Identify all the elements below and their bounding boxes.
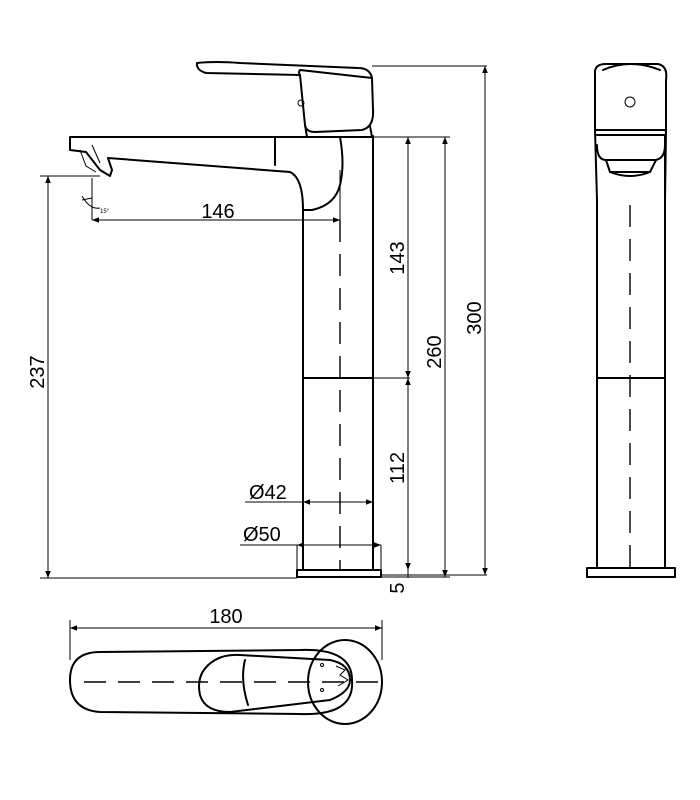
spout-reach-label: 146 — [201, 201, 234, 223]
brand-mark-icon — [335, 665, 349, 687]
top-view: 180 — [69, 606, 390, 725]
end-view-body — [596, 134, 666, 569]
spout-clearance-label: 237 — [27, 355, 49, 388]
top-view-dot — [320, 663, 324, 667]
faucet-body — [302, 135, 374, 571]
cartridge-cap — [304, 124, 373, 138]
base-thickness-label: 5 — [387, 582, 409, 593]
body-diameter-label: Ø42 — [249, 482, 287, 504]
handle-screw-icon — [297, 99, 305, 107]
end-view-screw-icon — [624, 96, 636, 108]
lever-handle — [195, 61, 375, 133]
end-view-spout — [596, 134, 666, 177]
top-view-spout — [69, 648, 354, 716]
total-height-label: 300 — [464, 301, 486, 334]
end-view-base — [586, 567, 676, 578]
top-view-handle — [198, 653, 351, 713]
base-diameter-label: Ø50 — [243, 524, 281, 546]
top-view-dot — [320, 688, 324, 692]
outlet-height-label: 260 — [424, 335, 446, 368]
aerator-angle-label: 15° — [100, 209, 110, 215]
aerator-outline — [79, 144, 101, 173]
top-length-label: 180 — [209, 606, 242, 628]
extension-lines — [40, 65, 487, 579]
end-view-handle — [593, 63, 668, 201]
spout — [69, 136, 374, 211]
body-upper-label: 143 — [387, 241, 409, 274]
end-elevation-view — [586, 63, 676, 578]
faucet-base — [296, 569, 382, 578]
dimension-lines — [45, 66, 488, 578]
side-elevation-view: 146 143 112 260 300 237 5 Ø42 Ø50 15° — [27, 61, 488, 594]
body-lower-label: 112 — [387, 452, 409, 484]
